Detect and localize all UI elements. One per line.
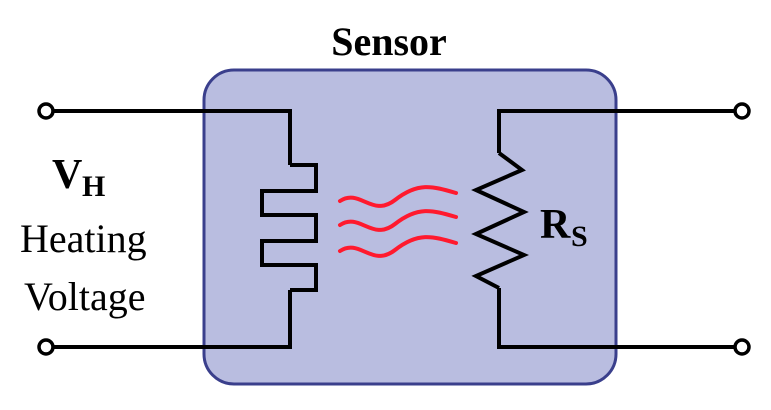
terminal-sensing-top	[733, 102, 751, 120]
heater-bottom-wire	[52, 290, 292, 349]
heat-wave-2	[338, 209, 458, 232]
heat-wave-3	[338, 235, 458, 258]
heater-top-wire	[52, 109, 292, 165]
sensing-top-wire	[497, 109, 737, 153]
heater-voltage-label: V H Heating Voltage	[20, 152, 147, 319]
heater-coil	[260, 163, 318, 292]
heat-waves	[338, 185, 458, 258]
sensor-box	[202, 68, 618, 386]
terminals	[37, 102, 751, 356]
vh-subscript: H	[82, 170, 105, 203]
vh-symbol: V	[52, 152, 82, 198]
terminal-heater-top	[37, 102, 55, 120]
terminal-sensing-bottom	[733, 338, 751, 356]
rs-subscript: S	[571, 220, 588, 253]
sensing-bottom-wire	[497, 288, 737, 349]
sensor-title: Sensor	[331, 19, 447, 64]
sensing-circuit	[471, 109, 737, 349]
heater-circuit	[52, 109, 318, 349]
sensing-resistor-label: R S	[540, 202, 588, 253]
terminal-heater-bottom	[37, 338, 55, 356]
heating-caption: Heating	[20, 216, 147, 261]
rs-symbol: R	[540, 202, 571, 248]
resistor-zigzag	[471, 151, 529, 290]
heat-wave-1	[338, 185, 458, 208]
voltage-caption: Voltage	[24, 274, 145, 319]
